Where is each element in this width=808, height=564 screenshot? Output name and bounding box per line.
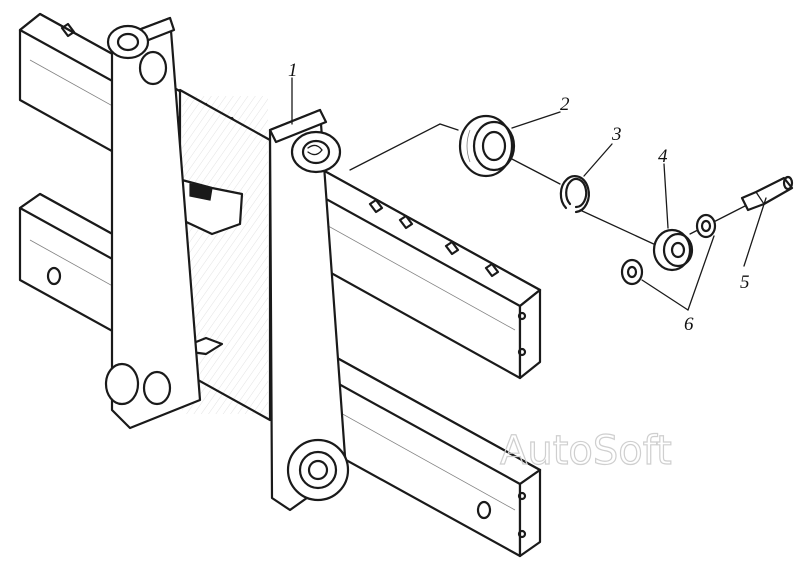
lower-roller — [286, 438, 350, 502]
callout-3: 3 — [611, 124, 622, 145]
front-lift-plate-part-1 — [268, 108, 350, 512]
carriage-back-plate — [174, 88, 272, 422]
small-bearing-part-4 — [652, 228, 694, 272]
callout-5: 5 — [740, 272, 750, 293]
watermark: AutoSoft — [500, 428, 672, 474]
callout-1: 1 — [288, 60, 298, 81]
snap-ring-part-3 — [559, 174, 590, 214]
rear-lift-plate — [104, 16, 202, 430]
callout-2: 2 — [560, 94, 570, 115]
callout-labels: 1 2 3 4 5 6 — [288, 60, 750, 335]
washers-part-6 — [620, 213, 717, 286]
callout-leaders — [291, 77, 767, 311]
exploded-parts — [349, 114, 794, 286]
bearing-part-2 — [458, 114, 516, 178]
callout-6: 6 — [684, 314, 694, 335]
pin-part-5 — [740, 175, 794, 212]
callout-4: 4 — [658, 146, 668, 167]
upper-roller — [290, 130, 342, 174]
